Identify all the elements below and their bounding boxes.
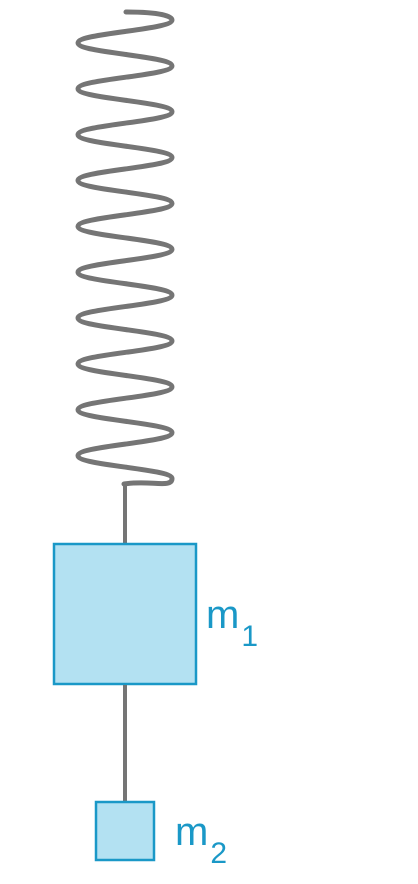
mass-1-symbol: m	[206, 593, 239, 637]
mass-1-block	[52, 542, 198, 686]
mass-2-label: m2	[175, 810, 227, 870]
spring-coil	[75, 9, 175, 487]
mass-2-symbol: m	[175, 810, 208, 854]
mass-1-subscript: 1	[241, 620, 258, 653]
mass-2-subscript: 2	[210, 837, 227, 870]
mass-2-block	[94, 800, 156, 862]
mass-1-label: m1	[206, 593, 258, 653]
